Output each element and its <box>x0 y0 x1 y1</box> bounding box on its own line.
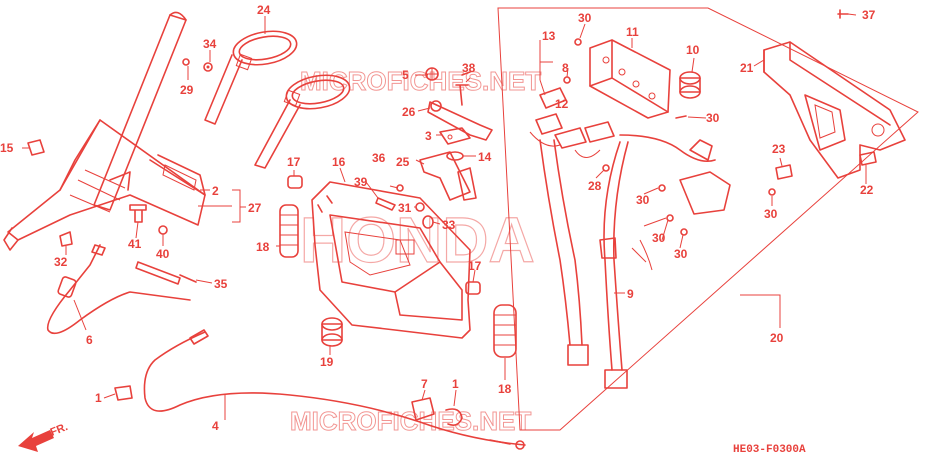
part-8 <box>563 76 571 84</box>
part-7 <box>411 397 435 421</box>
part-handlebar <box>3 11 206 251</box>
callout-17-left: 17 <box>287 155 301 169</box>
callout-30-top: 30 <box>578 11 592 25</box>
diagram-code: HE03-F0300A <box>733 444 806 456</box>
callout-14: 14 <box>478 150 492 164</box>
callout-15: 15 <box>0 141 14 155</box>
part-14 <box>446 151 464 161</box>
part-30-top <box>574 38 582 46</box>
part-38 <box>461 71 471 76</box>
callout-1-right: 1 <box>452 377 459 391</box>
part-11-housing <box>589 39 671 119</box>
front-direction-label: FR. <box>49 421 70 439</box>
callout-30-b: 30 <box>636 193 650 207</box>
callout-35: 35 <box>214 277 228 291</box>
callout-29: 29 <box>180 83 194 97</box>
part-39 <box>375 197 396 211</box>
part-25-bracket <box>419 151 477 201</box>
part-23 <box>775 164 793 180</box>
part-21-housing <box>763 41 906 179</box>
part-20-outline <box>497 7 919 431</box>
callout-6: 6 <box>86 333 93 347</box>
callout-31: 31 <box>398 201 412 215</box>
callout-20: 20 <box>770 331 784 345</box>
part-34 <box>203 62 213 72</box>
part-4-cable <box>143 329 526 450</box>
part-32 <box>59 231 73 247</box>
callout-17-right: 17 <box>468 259 482 273</box>
callout-28: 28 <box>588 179 602 193</box>
callout-8: 8 <box>562 61 569 75</box>
leader-lines <box>22 13 867 420</box>
callout-12: 12 <box>555 97 569 111</box>
callout-3: 3 <box>425 129 432 143</box>
part-9-harness <box>599 134 731 389</box>
part-30-mid <box>675 115 687 119</box>
callout-34: 34 <box>203 37 217 51</box>
callout-16: 16 <box>332 155 346 169</box>
callout-13: 13 <box>542 29 556 43</box>
callout-18-left: 18 <box>256 240 270 254</box>
callout-30-mid: 30 <box>706 111 720 125</box>
part-30-b <box>658 184 666 192</box>
callout-24: 24 <box>257 3 271 17</box>
callout-39: 39 <box>354 175 368 189</box>
callout-21: 21 <box>740 61 754 75</box>
callout-4: 4 <box>212 419 219 433</box>
callout-37: 37 <box>862 8 876 22</box>
part-24 <box>204 30 351 169</box>
part-18-grips <box>279 204 517 358</box>
part-37 <box>837 9 849 19</box>
callout-19: 19 <box>320 355 334 369</box>
part-1-clip-left <box>114 385 133 401</box>
callout-26: 26 <box>402 105 416 119</box>
callout-36: 36 <box>372 151 386 165</box>
part-13-switch <box>529 87 615 366</box>
part-1-clip-right <box>445 408 463 426</box>
part-19 <box>321 317 343 347</box>
callout-33: 33 <box>442 218 456 232</box>
part-16-cover <box>311 181 471 339</box>
callout-23: 23 <box>772 142 786 156</box>
callout-10: 10 <box>686 43 700 57</box>
callout-30-c: 30 <box>652 231 666 245</box>
part-15 <box>27 139 45 156</box>
part-26-lever <box>427 84 493 141</box>
callout-7: 7 <box>421 377 428 391</box>
part-10 <box>679 71 701 99</box>
callout-2: 2 <box>212 184 219 198</box>
callout-32: 32 <box>54 255 68 269</box>
part-30-e <box>768 188 776 196</box>
part-22 <box>859 151 877 166</box>
callout-30-e: 30 <box>764 207 778 221</box>
part-30-d <box>680 228 688 236</box>
watermark-bottom: MICROFICHES.NET <box>290 406 531 436</box>
part-35 <box>135 261 197 285</box>
part-40 <box>158 225 168 235</box>
callout-30-d: 30 <box>674 247 688 261</box>
part-29 <box>182 58 190 66</box>
callout-11: 11 <box>626 25 639 39</box>
callout-40: 40 <box>156 247 170 261</box>
part-6-cable <box>46 244 191 335</box>
callout-22: 22 <box>860 183 874 197</box>
callout-18-right: 18 <box>498 382 512 396</box>
front-direction-arrow: FR. <box>18 421 70 452</box>
callout-27: 27 <box>248 201 262 215</box>
callout-25: 25 <box>396 155 410 169</box>
callout-9: 9 <box>627 287 634 301</box>
callout-41: 41 <box>128 237 142 251</box>
part-41 <box>129 204 147 223</box>
callout-38: 38 <box>462 61 476 75</box>
part-30-c <box>666 214 674 222</box>
callout-5: 5 <box>402 68 409 82</box>
part-28 <box>602 164 610 172</box>
part-5 <box>425 67 439 81</box>
part-3 <box>439 127 471 145</box>
callout-1-left: 1 <box>95 391 102 405</box>
